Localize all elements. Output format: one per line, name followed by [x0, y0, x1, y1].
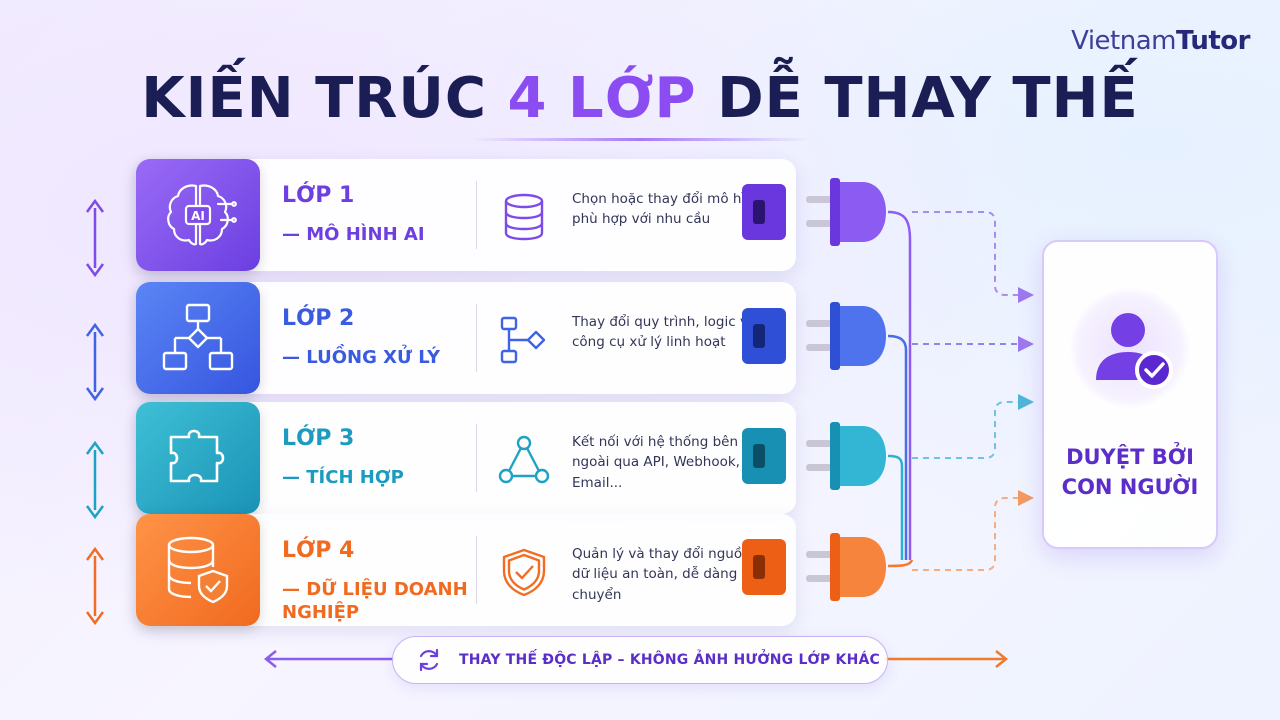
human-review-box: DUYỆT BỞI CON NGƯỜI [1042, 240, 1218, 549]
plug-2-icon [742, 302, 886, 370]
puzzle-icon [169, 429, 225, 483]
layer-4-subtitle: — DỮ LIỆU DOANH NGHIỆP [282, 579, 468, 624]
layer-3-subtitle: — TÍCH HỢP [282, 467, 404, 488]
page-title: KIẾN TRÚC 4 LỚP DỄ THAY THẾ [0, 66, 1280, 131]
plug-3-icon [742, 422, 886, 490]
layer-4-card: LỚP 4 — DỮ LIỆU DOANH NGHIỆP Quản lý và … [136, 514, 796, 626]
title-underline [470, 138, 810, 141]
avatar-halo [1070, 288, 1190, 408]
database-icon [504, 193, 544, 241]
cable-3 [887, 454, 904, 560]
layer-3-tile [136, 402, 260, 514]
dashed-arrow-1 [912, 211, 1034, 303]
tile-ai-label: AI [191, 209, 205, 223]
layer-3-card: LỚP 3 — TÍCH HỢP Kết nối với hệ thống bê… [136, 402, 796, 514]
layer-3-name: LỚP 3 [282, 426, 355, 451]
layer-2-subtitle: — LUỒNG XỬ LÝ [282, 347, 441, 368]
brain-ai-icon: AI [167, 184, 237, 246]
dashed-arrow-3 [912, 394, 1034, 459]
workflow-icon [500, 316, 546, 364]
title-part2: DỄ THAY THẾ [696, 66, 1139, 131]
flowchart-icon [162, 303, 234, 371]
cable-2 [887, 334, 908, 560]
brand-prefix: Vietnam [1071, 26, 1176, 56]
layer-3-separator [476, 424, 477, 492]
network-icon [498, 435, 550, 484]
vertical-arrow-4 [85, 546, 105, 626]
layer-2-tile [136, 282, 260, 394]
brand-logo: VietnamTutor [1071, 26, 1250, 56]
title-highlight: 4 LỚP [507, 66, 697, 131]
shield-check-icon [502, 548, 546, 597]
layer-1-tile: AI [136, 159, 260, 271]
title-part1: KIẾN TRÚC [141, 66, 508, 131]
layer-1-name: LỚP 1 [282, 183, 355, 208]
layer-1-separator [476, 181, 477, 249]
vertical-arrow-2 [85, 322, 105, 402]
vertical-arrow-1 [85, 198, 105, 278]
layer-1-subtitle: — MÔ HÌNH AI [282, 224, 425, 245]
layer-4-description: Quản lý và thay đổi nguồn dữ liệu an toà… [572, 546, 754, 603]
layer-1-card: AI LỚP 1 — MÔ HÌNH AI Chọn hoặc thay đổi… [136, 159, 796, 271]
layer-3-description: Kết nối với hệ thống bên ngoài qua API, … [572, 434, 740, 491]
footer-text: THAY THẾ ĐỘC LẬP – KHÔNG ẢNH HƯỞNG LỚP K… [459, 652, 880, 668]
footer-banner: THAY THẾ ĐỘC LẬP – KHÔNG ẢNH HƯỞNG LỚP K… [392, 636, 888, 684]
cable-1 [887, 210, 912, 560]
review-line-2: CON NGƯỜI [1061, 475, 1199, 500]
brand-suffix: Tutor [1175, 26, 1251, 56]
layer-4-separator [476, 536, 477, 604]
user-check-icon [1096, 313, 1173, 389]
layer-2-separator [476, 304, 477, 372]
layer-2-card: LỚP 2 — LUỒNG XỬ LÝ Thay đổi quy trình, … [136, 282, 796, 394]
layer-4-tile [136, 514, 260, 626]
refresh-icon [419, 648, 439, 672]
review-label: DUYỆT BỞI CON NGƯỜI [1044, 442, 1216, 503]
plug-1-icon [742, 178, 886, 246]
left-arrow [263, 650, 394, 668]
secure-database-icon [167, 536, 229, 604]
plug-4-icon [742, 533, 886, 601]
right-arrow [884, 650, 1009, 668]
layer-2-name: LỚP 2 [282, 306, 355, 331]
layer-1-description: Chọn hoặc thay đổi mô hình phù hợp với n… [572, 191, 763, 228]
layer-2-description: Thay đổi quy trình, logic và công cụ xử … [572, 314, 757, 351]
layer-4-name: LỚP 4 [282, 538, 355, 563]
review-line-1: DUYỆT BỞI [1066, 445, 1194, 469]
dashed-arrow-4 [912, 490, 1034, 571]
vertical-arrow-3 [85, 440, 105, 520]
cable-4 [887, 559, 914, 568]
